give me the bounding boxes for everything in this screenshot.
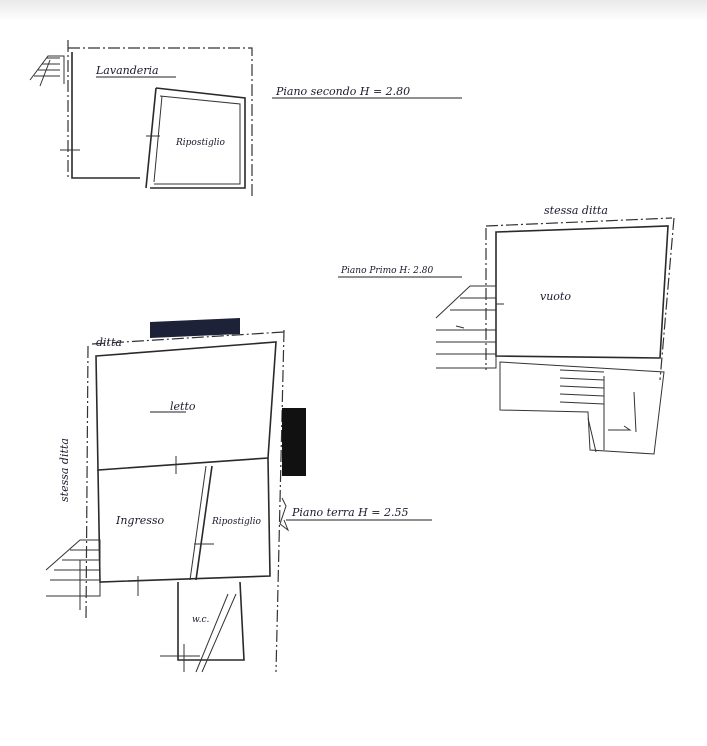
first-floor-title: Piano Primo H: 2.80 bbox=[340, 266, 433, 276]
room-label-ripostiglio-ground: Ripostiglio bbox=[211, 517, 261, 527]
ground-floor-plan: ditta letto Ingresso bbox=[45, 318, 432, 673]
viewer-top-shadow bbox=[0, 0, 707, 22]
ground-floor-neighbor-top: ditta bbox=[96, 336, 122, 349]
first-floor-neighbor-label: stessa ditta bbox=[544, 204, 608, 217]
ground-floor-stairs bbox=[45, 539, 101, 610]
room-label-letto: letto bbox=[170, 400, 196, 413]
entry-arrow-icon bbox=[279, 497, 290, 532]
first-floor-stairs-lower bbox=[499, 361, 665, 455]
room-label-wc: w.c. bbox=[192, 615, 210, 625]
room-label-lavanderia: Lavanderia bbox=[95, 64, 159, 77]
second-floor-plan: Lavanderia Ripostiglio Piano secondo H =… bbox=[29, 40, 462, 196]
redaction-bar bbox=[282, 408, 306, 476]
first-floor-plan: stessa ditta vuoto Piano Primo H: 2.80 bbox=[338, 204, 675, 455]
redacted-name-block bbox=[150, 318, 240, 338]
room-wc-walls bbox=[177, 581, 245, 661]
second-floor-stairs bbox=[29, 55, 65, 87]
ground-floor-neighbor-left: stessa ditta bbox=[58, 438, 71, 502]
room-label-ripostiglio-second: Ripostiglio bbox=[175, 138, 225, 148]
second-floor-title: Piano secondo H = 2.80 bbox=[275, 85, 410, 98]
room-label-vuoto: vuoto bbox=[540, 290, 571, 303]
room-label-ingresso: Ingresso bbox=[115, 514, 165, 527]
ground-floor-title: Piano terra H = 2.55 bbox=[291, 506, 408, 519]
first-floor-stairs-left bbox=[435, 285, 497, 369]
